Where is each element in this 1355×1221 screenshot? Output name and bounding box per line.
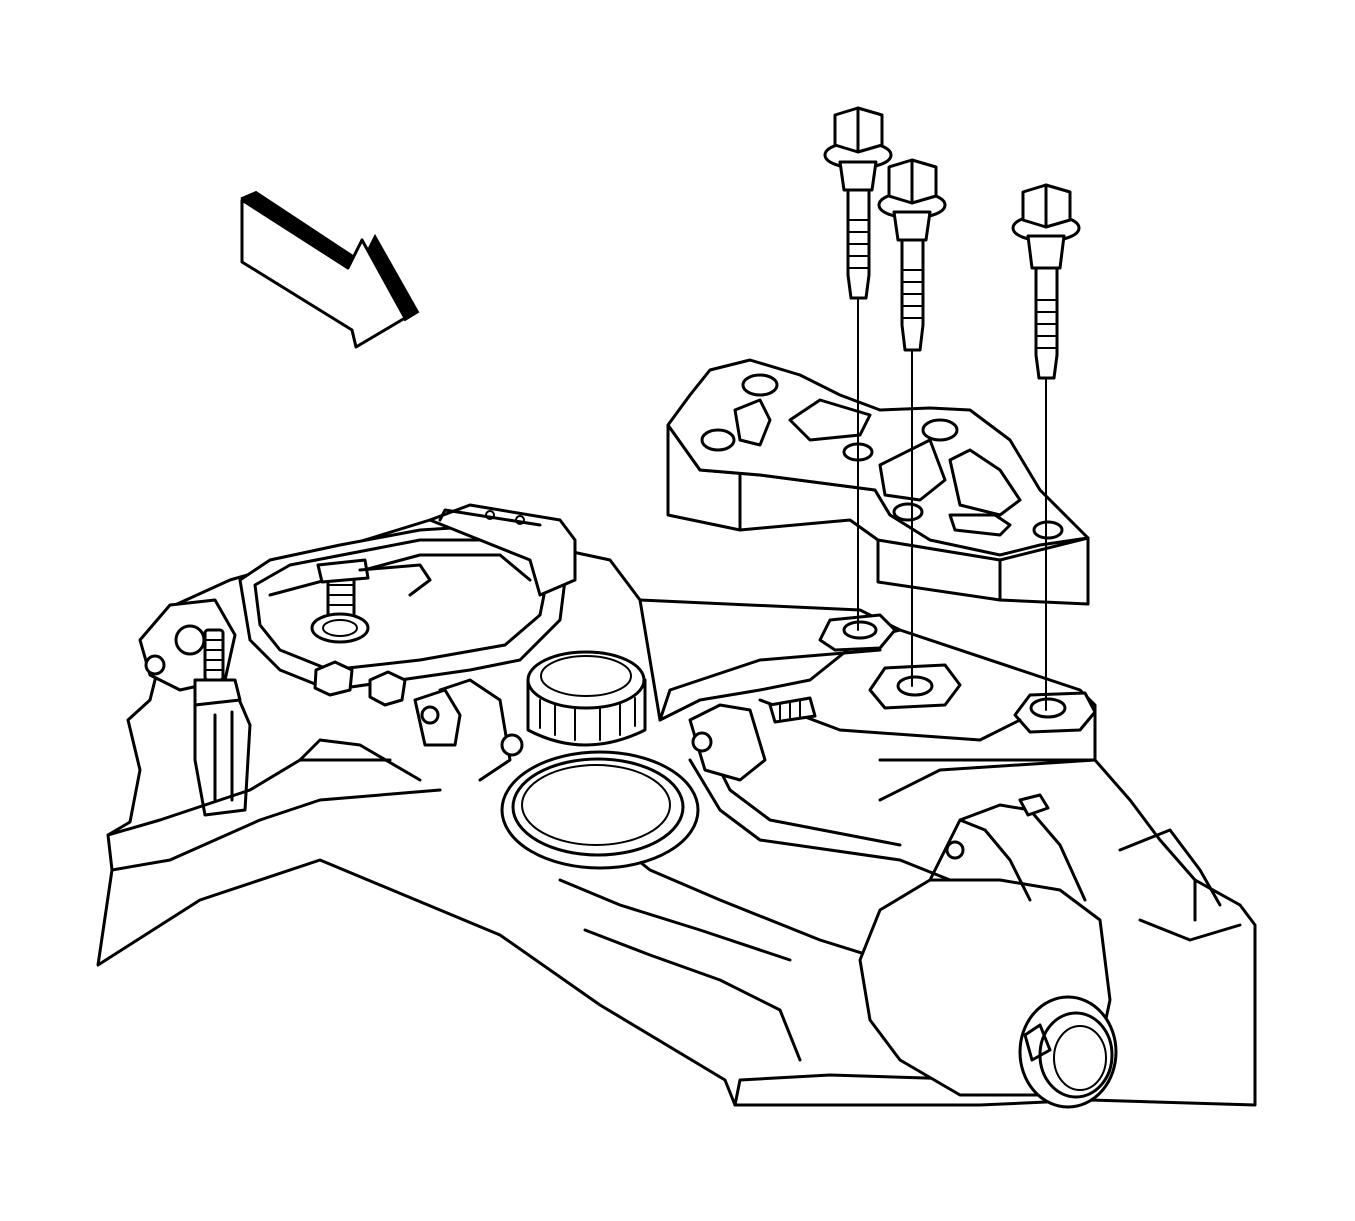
bolt-2-assembly xyxy=(877,158,947,687)
bolt-icon xyxy=(1011,183,1081,380)
direction-arrow-icon xyxy=(240,190,420,349)
bolt-icon xyxy=(823,106,893,300)
mount-bracket-icon xyxy=(666,358,1090,606)
bolt-icon xyxy=(877,158,947,352)
range-switch-icon xyxy=(238,503,577,707)
bolt-3-assembly xyxy=(1011,183,1081,711)
fill-cap-icon xyxy=(526,650,647,747)
bolt-1-assembly xyxy=(823,106,893,631)
